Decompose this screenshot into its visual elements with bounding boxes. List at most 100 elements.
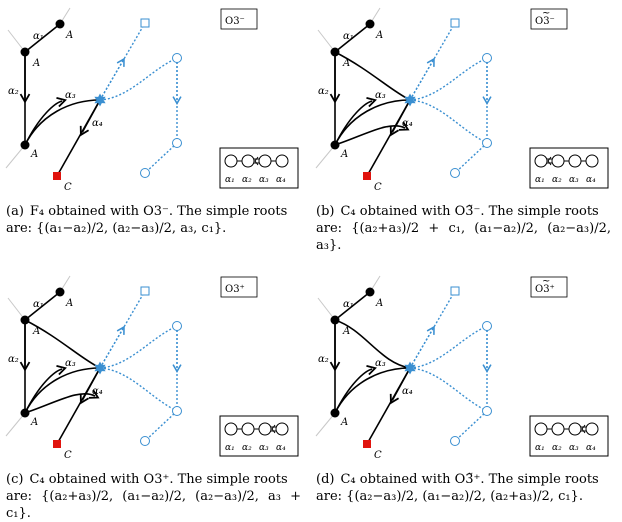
- dynkin-label-4: α₄: [586, 443, 596, 453]
- dynkin-node-1: [224, 422, 238, 436]
- root-label-1: α₁: [33, 31, 44, 42]
- label-bottom-A: A: [30, 149, 38, 160]
- caption-b-line2: are: {(a₂+a₃)/2 + c₁, (a₁−a₂)/2, (a₂−a₃)…: [316, 221, 611, 253]
- guide-line: [5, 144, 26, 169]
- dynkin-box: [219, 147, 299, 189]
- label-C: C: [64, 182, 72, 193]
- node-image-c2: [482, 138, 492, 148]
- dynkin-bond-arrow: [254, 156, 259, 166]
- label-C: C: [374, 450, 382, 461]
- label-bottom-A: A: [340, 149, 348, 160]
- node-mid: [20, 315, 30, 325]
- dynkin-label-1: α₁: [225, 443, 235, 453]
- dynkin-label-2: α₂: [552, 443, 562, 453]
- root-label-3: α₃: [375, 358, 386, 369]
- plane-tag-box: [530, 8, 568, 30]
- dynkin-box: [219, 415, 299, 457]
- dynkin-label-4: α₄: [276, 175, 286, 185]
- node-bottom: [20, 408, 30, 418]
- image-edge-curve: [99, 325, 178, 369]
- guide-line: [315, 144, 336, 169]
- label-bottom-A: A: [340, 417, 348, 428]
- orientifold-star: [94, 93, 106, 107]
- root-label-1: α₁: [343, 299, 354, 310]
- root-label-2: α₂: [8, 354, 19, 365]
- node-red-square: [53, 440, 61, 448]
- caption-b-line1: C₄ obtained with O3̃⁻. The simple roots: [340, 204, 599, 219]
- dynkin-label-3: α₃: [259, 175, 269, 185]
- dynkin-label-3: α₃: [259, 443, 269, 453]
- caption-d-line1: C₄ obtained with O3̃⁺. The simple roots: [340, 472, 599, 487]
- caption-b-prefix: (b): [316, 204, 335, 219]
- image-arrow-1: [99, 325, 125, 369]
- caption-d-prefix: (d): [316, 472, 335, 487]
- node-image-square: [140, 18, 150, 28]
- node-image-c2: [172, 138, 182, 148]
- plane-tag-label: O3⁻: [535, 16, 555, 27]
- root-edge-curve: [334, 367, 411, 414]
- dynkin-label-2: α₂: [552, 175, 562, 185]
- root-edge-red-arrow: [389, 367, 411, 405]
- dynkin-node-2: [241, 422, 255, 436]
- node-top: [55, 287, 65, 297]
- label-top-A: A: [375, 298, 383, 309]
- dynkin-node-4: [275, 154, 289, 168]
- root-edge-arrow: [24, 365, 67, 414]
- root-label-4: α₄: [402, 386, 413, 397]
- dynkin-box: [529, 147, 609, 189]
- dynkin-node-2: [551, 422, 565, 436]
- guide-line: [315, 412, 336, 437]
- dynkin-node-1: [224, 154, 238, 168]
- label-C: C: [374, 182, 382, 193]
- node-image-square: [450, 286, 460, 296]
- root-edge-extra-2: [24, 389, 100, 414]
- dynkin-node-3: [258, 154, 272, 168]
- root-label-2: α₂: [8, 86, 19, 97]
- root-label-3: α₃: [65, 358, 76, 369]
- dynkin-box: [529, 415, 609, 457]
- root-edge-arrow: [334, 97, 377, 146]
- image-edge-curve: [99, 57, 178, 101]
- dynkin-label-4: α₄: [276, 443, 286, 453]
- root-label-1: α₁: [33, 299, 44, 310]
- plane-tag-label: O3⁺: [225, 284, 245, 295]
- guide-line: [5, 412, 26, 437]
- dynkin-label-4: α₄: [586, 175, 596, 185]
- node-bottom: [20, 140, 30, 150]
- caption-c-line1: C₄ obtained with O3⁺. The simple roots: [29, 472, 288, 487]
- node-bottom: [330, 408, 340, 418]
- image-edge-bottom: [144, 410, 178, 442]
- root-label-3: α₃: [375, 90, 386, 101]
- node-image-c1: [172, 53, 182, 63]
- node-image-c1: [172, 321, 182, 331]
- dynkin-node-3: [568, 154, 582, 168]
- plane-tag-box: [220, 8, 258, 30]
- label-mid-A: A: [32, 326, 40, 337]
- label-mid-A: A: [342, 326, 350, 337]
- root-label-2: α₂: [318, 86, 329, 97]
- dynkin-label-1: α₁: [535, 443, 545, 453]
- caption-d: (d) C₄ obtained with O3̃⁺. The simple roo…: [316, 471, 611, 505]
- node-image-c3: [140, 168, 150, 178]
- label-mid-A: A: [32, 58, 40, 69]
- node-image-c2: [482, 406, 492, 416]
- root-label-3: α₃: [65, 90, 76, 101]
- root-edge-red-arrow: [389, 99, 411, 137]
- image-edge-curve-2: [99, 367, 178, 412]
- image-arrow-1: [409, 57, 435, 101]
- image-edge-bottom: [454, 142, 488, 174]
- dynkin-node-2: [551, 154, 565, 168]
- plane-tag-label: O3⁻: [225, 16, 245, 27]
- node-image-square: [140, 286, 150, 296]
- dynkin-label-3: α₃: [569, 175, 579, 185]
- dynkin-node-2: [241, 154, 255, 168]
- orientifold-star: [404, 93, 416, 107]
- image-arrow-1: [409, 325, 435, 369]
- label-top-A: A: [375, 30, 383, 41]
- orientifold-star: [404, 361, 416, 375]
- dynkin-label-2: α₂: [242, 443, 252, 453]
- orientifold-star: [94, 361, 106, 375]
